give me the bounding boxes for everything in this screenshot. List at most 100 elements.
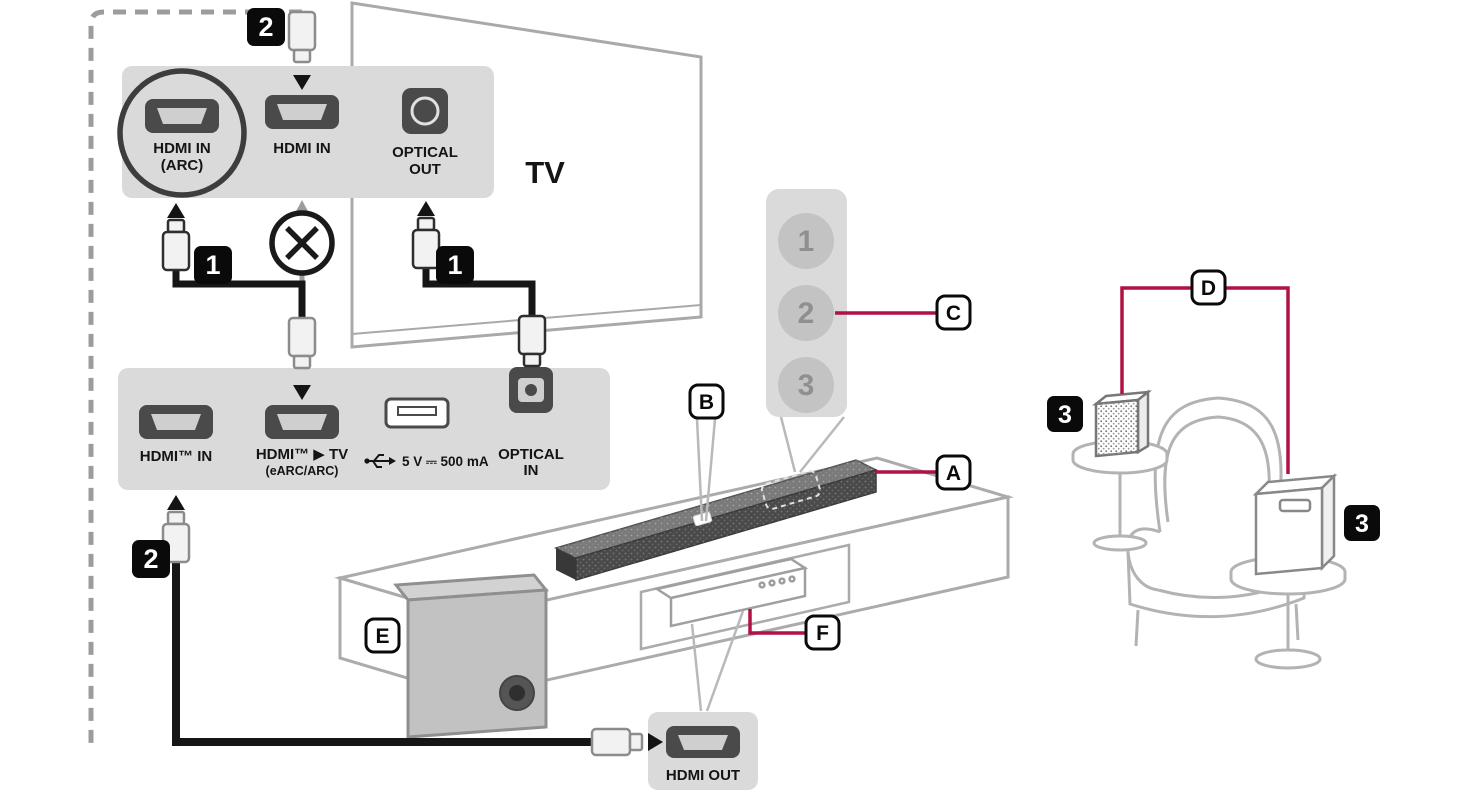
chair-legs <box>1134 603 1300 647</box>
tv-optical-out-port <box>402 88 448 134</box>
plug-body <box>517 314 547 356</box>
chair-skirt <box>1126 549 1308 619</box>
usb-icon-branches <box>366 454 389 468</box>
soundbar-hdmi-tv-label-2: (eARC/ARC) <box>266 464 339 478</box>
side-table-left <box>1071 439 1169 552</box>
subwoofer-port-inner <box>509 685 525 701</box>
badge-step2-soundbar-label: 2 <box>143 544 158 574</box>
hdmi-plug-soundbar-tv <box>287 316 317 370</box>
settop-button <box>778 577 786 585</box>
soundbar-end <box>556 548 576 580</box>
plug-body <box>287 10 317 52</box>
soundbar-hdmi-tv-port-inner <box>277 414 327 430</box>
plug-head <box>292 48 312 64</box>
table-top-edge <box>1229 572 1347 596</box>
callout-c-label: C <box>946 302 961 325</box>
arc-highlight-circle <box>117 68 247 198</box>
plug-head <box>522 352 542 368</box>
settop-button <box>768 579 776 587</box>
callout-d-label: D <box>1201 277 1216 300</box>
badge-step1-right-label: 1 <box>447 250 462 280</box>
tv-optical-out-port-inner <box>410 96 440 126</box>
hdmi-plug-tv-in <box>287 10 317 64</box>
soundbar-optical-in-label-1: OPTICAL <box>498 446 564 463</box>
callout-a-label: A <box>946 462 961 485</box>
hdmi-out-label: HDMI OUT <box>666 767 740 784</box>
tv-optical-out-label-1: OPTICAL <box>392 144 458 161</box>
plug-body <box>590 727 632 757</box>
tv-optical-out-label-2: OUT <box>409 161 441 178</box>
callout-a <box>935 454 972 491</box>
wireless-subwoofer-right <box>1252 472 1338 576</box>
badge-step2-top-label: 2 <box>258 12 273 42</box>
selector-option-1 <box>778 213 834 269</box>
badge-step1-left <box>194 246 232 284</box>
cable-1-hdmi-arc <box>172 266 306 318</box>
soundbar-front-texture <box>576 470 876 580</box>
usb-icon-dot <box>364 458 370 464</box>
plug-head <box>416 216 436 232</box>
plug-head <box>628 732 644 752</box>
leader-f <box>748 609 806 635</box>
speaker-side <box>1136 389 1150 455</box>
settop-box <box>653 557 809 712</box>
chair-back-inner <box>1163 415 1271 523</box>
callout-f <box>804 614 841 651</box>
soundbar-optical-in-port-lens <box>525 384 537 396</box>
badge-step2-top <box>247 8 285 46</box>
soundbar-optical-in-label-2: IN <box>524 462 539 479</box>
table-base <box>1092 534 1148 552</box>
usb-icon-arrow <box>389 457 396 465</box>
selector-pointer <box>779 416 845 473</box>
cables <box>172 264 592 746</box>
callout-f-label: F <box>816 622 829 645</box>
cable-1-optical <box>422 264 536 326</box>
selector-option-3-label: 3 <box>798 369 815 402</box>
speaker-grille <box>1096 400 1138 456</box>
settop-button <box>788 575 796 583</box>
sub-slot <box>1278 498 1312 513</box>
table-top-edge <box>1071 454 1169 475</box>
soundbar-panel-bg <box>118 368 610 490</box>
wired-subwoofer <box>393 573 549 739</box>
tv-hdmi-arc-label-1: HDMI IN <box>153 140 211 157</box>
cable-route-dashed <box>88 9 302 746</box>
soundbar-usb-port-inner <box>397 406 437 416</box>
tv-panel-bg <box>122 66 494 198</box>
tv-hdmi-in-port-inner <box>277 104 327 120</box>
callout-d <box>1190 269 1227 306</box>
tv-hdmi-in-label: HDMI IN <box>273 140 331 157</box>
arrow-down-tv-in <box>293 75 311 90</box>
selector-panel: 1 2 3 <box>766 189 847 473</box>
plug-head <box>292 354 312 370</box>
badge-step3-subwoofer-label: 3 <box>1355 510 1369 538</box>
arrow-up-optical-out <box>417 201 435 216</box>
optical-plug-soundbar <box>517 314 547 368</box>
tv-hdmi-arc-port-inner <box>157 108 207 124</box>
soundbar-port-panel: HDMI™ IN HDMI™ ▶ TV (eARC/ARC) 5 V ⎓ 500… <box>118 367 610 490</box>
hdmi-out-port-inner <box>678 735 728 750</box>
hdmi-plug-player-out <box>590 727 644 757</box>
soundbar <box>553 459 879 582</box>
callout-b-label: B <box>699 391 714 414</box>
arrow-up-soundbar-in <box>167 495 185 510</box>
optical-plug-tv <box>411 216 441 270</box>
selector-option-1-label: 1 <box>798 225 815 258</box>
b-pointer <box>695 418 717 522</box>
hdmi-plug-arc <box>161 218 191 272</box>
soundbar-hdmi-tv-label-1: HDMI™ ▶ TV <box>256 446 348 463</box>
soundbar-usb-label: 5 V ⎓ 500 mA <box>402 454 489 469</box>
table-base <box>1254 648 1322 670</box>
badge-step1-right <box>436 246 474 284</box>
selector-option-2-label: 2 <box>798 297 815 330</box>
tv-label: TV <box>525 155 565 190</box>
subwoofer-front <box>406 588 548 739</box>
arrow-up-arc <box>167 203 185 218</box>
step-badges: 2 1 1 2 3 3 <box>132 8 1380 578</box>
plug-body <box>411 228 441 270</box>
callout-boxes: B C A D E F <box>364 269 1227 654</box>
badge-step3-speaker-label: 3 <box>1058 401 1072 429</box>
badge-step1-left-label: 1 <box>205 250 220 280</box>
